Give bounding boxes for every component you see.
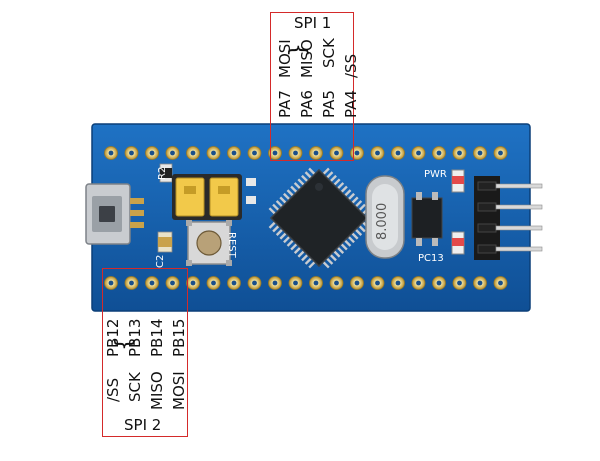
pad-hole	[416, 150, 421, 156]
pad-hole	[190, 150, 196, 156]
pad-hole	[211, 150, 216, 156]
spi2-pin-pb15: PB15	[170, 318, 188, 357]
reset-button	[186, 220, 232, 266]
pad-hole	[375, 280, 380, 286]
spi1-pin-pa4: PA4	[342, 90, 360, 118]
chip-icon	[268, 167, 370, 269]
pad-hole	[436, 150, 442, 156]
spi1-pin-pa5: PA5	[320, 90, 338, 118]
pad-hole	[416, 280, 421, 286]
pad-hole	[313, 280, 319, 286]
r2-resistor	[159, 163, 173, 183]
pad-hole	[477, 280, 483, 286]
spi2-title: SPI 2	[124, 416, 162, 434]
led-pc13	[451, 231, 465, 255]
boot-jumpers	[172, 174, 256, 220]
silk-pc13: PC13	[418, 253, 444, 264]
silk-reset: REST	[226, 232, 237, 258]
spi1-box	[270, 12, 354, 161]
bottom-header-pads	[104, 276, 508, 290]
pad-hole	[313, 150, 319, 156]
c2-capacitor	[157, 231, 173, 253]
header-pin	[495, 204, 543, 210]
pad-hole	[129, 280, 134, 286]
pad-hole	[108, 150, 114, 156]
pad-hole	[272, 150, 278, 156]
pad-hole	[190, 280, 196, 286]
header-pin-base	[477, 181, 497, 191]
pad-hole	[252, 280, 257, 286]
pad-hole	[231, 150, 237, 156]
pad-hole	[334, 280, 339, 286]
header-pin-base	[477, 223, 497, 233]
usb-connector-icon	[85, 183, 144, 245]
pad-hole	[272, 280, 278, 286]
crystal-icon	[365, 175, 405, 259]
pad-hole	[108, 280, 114, 286]
spi1-pin-pa6: PA6	[298, 90, 316, 118]
spi2-signal-sck: SCK	[126, 372, 144, 402]
pad-hole	[477, 150, 483, 156]
pad-hole	[395, 150, 401, 156]
spi2-signal-miso: MISO	[148, 371, 166, 410]
pad-hole	[293, 280, 298, 286]
pad-hole	[498, 280, 503, 286]
pad-hole	[375, 150, 380, 156]
header-pin	[495, 183, 543, 189]
pad-hole	[395, 280, 401, 286]
pad-hole	[170, 280, 175, 286]
header-pin-base	[477, 202, 497, 212]
spi1-signal-ss: /SS	[342, 53, 360, 78]
spi2-signal-mosi: MOSI	[170, 371, 188, 410]
voltage-regulator	[411, 192, 443, 246]
pad-hole	[129, 150, 134, 156]
pad-hole	[293, 150, 298, 156]
pad-hole	[334, 150, 339, 156]
spi1-title: SPI 1	[294, 14, 332, 32]
pad-hole	[498, 150, 503, 156]
header-pin	[495, 246, 543, 252]
spi2-brace: {	[112, 337, 137, 351]
pad-hole	[457, 150, 462, 156]
header-pin	[495, 225, 543, 231]
silk-r2: R2	[157, 166, 168, 180]
pad-hole	[436, 280, 442, 286]
pad-hole	[354, 150, 360, 156]
spi2-pin-pb14: PB14	[148, 318, 166, 357]
spi1-brace: }	[286, 43, 311, 57]
header-pin-base	[477, 244, 497, 254]
crystal-label: 8.000	[375, 202, 390, 240]
silk-c2: C2	[155, 254, 166, 268]
pad-hole	[252, 150, 257, 156]
silk-pwr: PWR	[424, 169, 447, 180]
spi1-pin-pa7: PA7	[276, 90, 294, 118]
spi2-signal-ss: /SS	[104, 377, 122, 402]
pad-hole	[354, 280, 360, 286]
pad-hole	[211, 280, 216, 286]
pad-hole	[231, 280, 237, 286]
pad-hole	[170, 150, 175, 156]
led-pwr	[451, 169, 465, 193]
pad-hole	[457, 280, 462, 286]
spi1-signal-sck: SCK	[320, 38, 338, 68]
spi2-box	[102, 268, 188, 437]
pad-hole	[149, 280, 155, 286]
header-pin-icon	[474, 176, 543, 260]
pad-hole	[149, 150, 155, 156]
